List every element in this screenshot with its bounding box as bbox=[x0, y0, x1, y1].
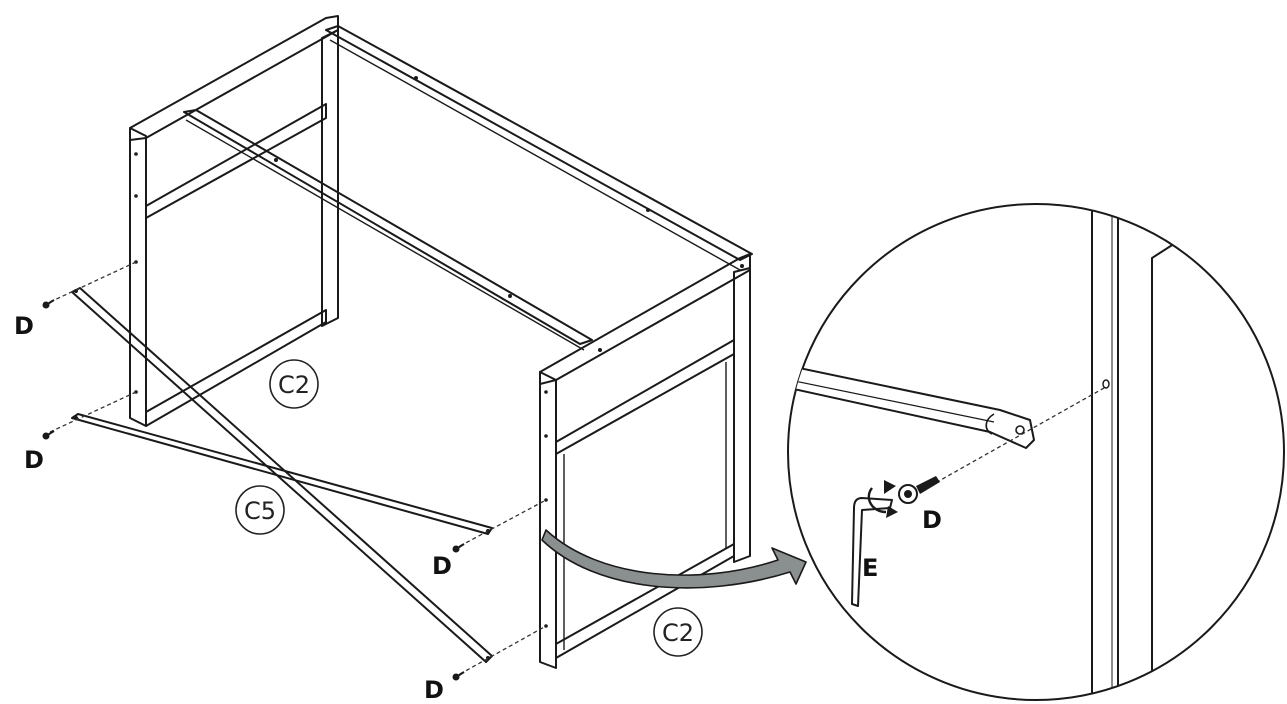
right-side-frame bbox=[539, 253, 751, 669]
screw-label: D bbox=[24, 446, 44, 474]
rotation-arrow-icon bbox=[867, 480, 898, 518]
allen-key-icon bbox=[851, 497, 893, 607]
screw-icon bbox=[452, 671, 465, 681]
allen-key-label: E bbox=[862, 554, 878, 582]
magnify-circle bbox=[787, 203, 1285, 701]
callout-c2-left: C2 bbox=[269, 359, 319, 409]
fastener-guides bbox=[49, 261, 547, 675]
curved-arrow-icon bbox=[541, 529, 807, 589]
screw-label: D bbox=[14, 312, 34, 340]
part-label: C2 bbox=[278, 371, 310, 399]
screw-icon bbox=[42, 299, 55, 309]
callout-c2-right: C2 bbox=[653, 607, 703, 657]
callout-c5: C5 bbox=[235, 485, 285, 535]
screw-label-detail: D bbox=[922, 506, 942, 534]
back-top-rail bbox=[325, 25, 753, 271]
part-label: C2 bbox=[662, 619, 694, 647]
front-top-bar bbox=[183, 76, 650, 351]
screw-icon bbox=[452, 543, 465, 553]
screw-label: D bbox=[424, 676, 444, 704]
screw-icon bbox=[898, 476, 940, 504]
screw-icon bbox=[42, 430, 55, 440]
cross-brace-1 bbox=[71, 287, 493, 663]
part-label: C5 bbox=[244, 497, 276, 525]
screw-label: D bbox=[432, 552, 452, 580]
